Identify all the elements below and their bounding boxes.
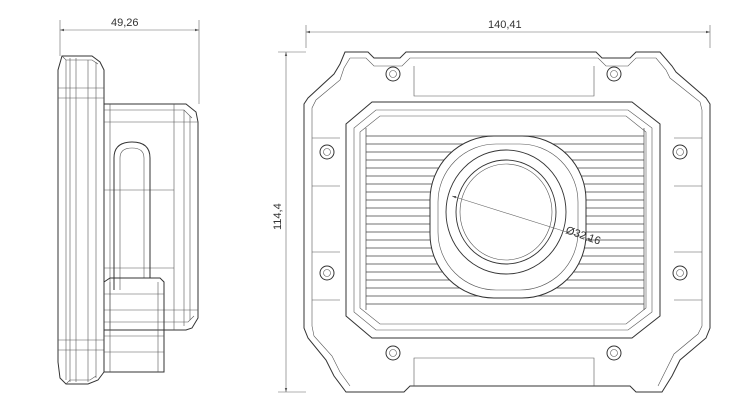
dimension-front-height: 114,4 [272,51,306,393]
dimension-side-width: 49,26 [59,17,200,104]
hole-top-right [606,66,622,82]
side-frame [57,55,105,385]
hole-mid-right-lower [672,265,688,281]
front-height-label: 114,4 [272,203,284,230]
side-handle [103,141,165,373]
hole-top-left [385,66,401,82]
front-outer-frame [303,51,711,393]
side-housing [104,103,199,331]
side-width-label: 49,26 [111,17,139,29]
front-width-label: 140,41 [488,19,522,31]
hole-bottom-left [385,345,401,361]
hole-mid-left-lower [319,265,335,281]
side-view: 49,26 [57,17,200,385]
hole-mid-left-upper [319,144,335,160]
front-inner-bezel [345,101,661,339]
hole-bottom-right [606,345,622,361]
front-view: 140,41 114,4 [272,19,711,393]
mounting-holes [319,66,688,361]
dimension-front-width: 140,41 [305,19,711,48]
hole-mid-right-upper [672,144,688,160]
